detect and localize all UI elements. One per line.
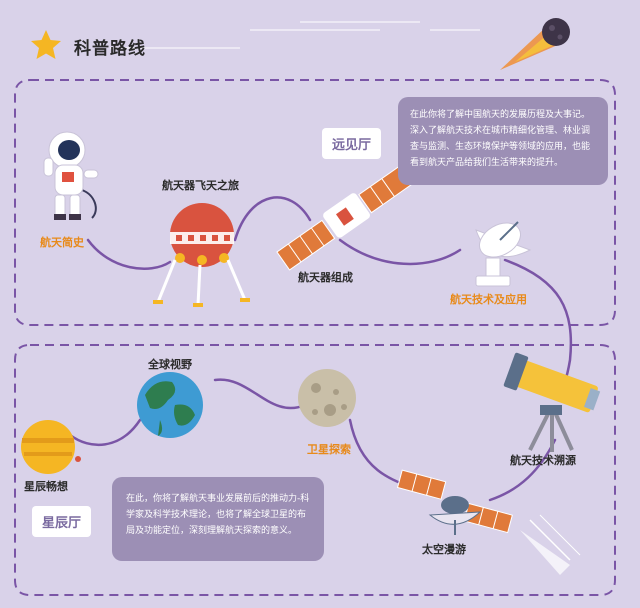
stop-label-applications: 航天技术及应用 bbox=[450, 293, 527, 306]
stop-label-history: 航天简史 bbox=[40, 236, 84, 249]
lander-icon bbox=[153, 203, 250, 307]
stop-label-lander: 航天器飞天之旅 bbox=[162, 179, 239, 192]
hall-tag-bottom: 星辰厅 bbox=[32, 506, 92, 537]
hall-description-top: 在此你将了解中国航天的发展历程及大事记。深入了解航天技术在城市精细化管理、林业调… bbox=[398, 97, 608, 185]
bottom-route-frame bbox=[14, 344, 616, 596]
satellite-icon bbox=[396, 469, 513, 535]
stop-label-walk: 太空漫游 bbox=[422, 543, 466, 556]
stop-label-telescope: 航天技术溯源 bbox=[510, 454, 576, 467]
page-title: 科普路线 bbox=[74, 39, 146, 59]
stop-label-globe: 全球视野 bbox=[148, 358, 192, 371]
decor-lines bbox=[110, 21, 480, 49]
telescope-icon bbox=[503, 352, 601, 452]
hall-tag-top: 远见厅 bbox=[322, 128, 382, 159]
dish-antenna-icon bbox=[475, 221, 532, 287]
spacecraft-icon bbox=[276, 164, 415, 271]
comet-icon bbox=[520, 514, 581, 575]
stop-label-satellite: 卫星探索 bbox=[307, 443, 351, 456]
globe-icon bbox=[137, 372, 203, 438]
star-icon bbox=[31, 30, 61, 59]
planet-icon bbox=[21, 420, 81, 474]
route-path bbox=[68, 196, 573, 502]
moon-icon bbox=[298, 369, 356, 427]
astronaut-icon bbox=[43, 131, 99, 220]
hall-description-bottom: 在此，你将了解航天事业发展前后的推动力-科学家及科学技术理论，也将了解全球卫星的… bbox=[112, 477, 324, 561]
meteor-icon bbox=[500, 18, 570, 70]
stop-label-components: 航天器组成 bbox=[298, 271, 353, 284]
stop-label-stars: 星辰畅想 bbox=[24, 480, 68, 493]
top-route-frame bbox=[14, 79, 616, 326]
